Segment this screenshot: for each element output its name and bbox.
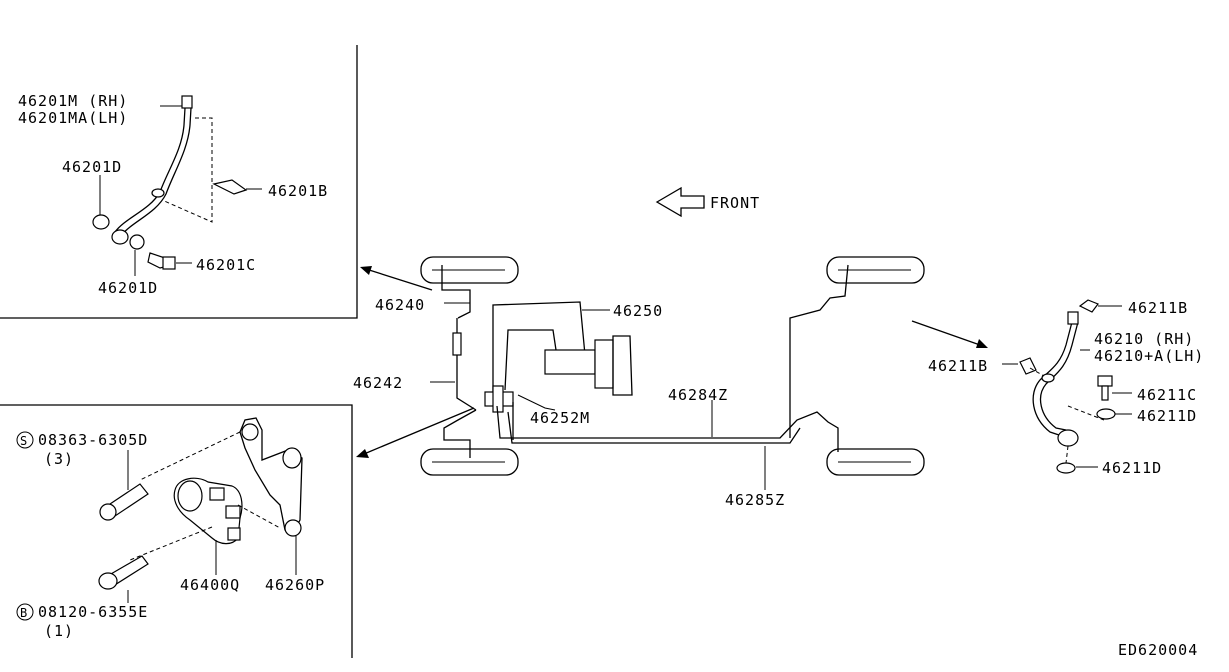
- callout-08363: S 08363-6305D (3): [16, 431, 148, 468]
- callout-46201MA: 46201MA(LH): [18, 109, 128, 127]
- wheel-rear-right: [826, 448, 925, 476]
- callout-46211B-top: 46211B: [1128, 299, 1188, 317]
- callout-08120-qty: (1): [44, 622, 74, 640]
- front-label: FRONT: [710, 194, 760, 212]
- callout-46240: 46240: [375, 296, 425, 314]
- callout-46201C: 46201C: [196, 256, 256, 274]
- callout-46250: 46250: [613, 302, 663, 320]
- callout-46242: 46242: [353, 374, 403, 392]
- front-arrow: FRONT: [655, 186, 760, 218]
- main-leaders: [430, 302, 766, 490]
- callout-46400Q: 46400Q: [180, 576, 240, 594]
- callout-46211D-bottom: 46211D: [1102, 459, 1162, 477]
- callout-46211C: 46211C: [1137, 386, 1197, 404]
- callout-08120: B 08120-6355E (1): [16, 603, 148, 640]
- brake-lines: [441, 264, 849, 458]
- inset-borders: [0, 45, 358, 658]
- callout-46285Z: 46285Z: [725, 491, 785, 509]
- prefix-S: S: [20, 434, 28, 448]
- callout-08120-number: 08120-6355E: [38, 603, 148, 621]
- callout-46284Z: 46284Z: [668, 386, 728, 404]
- callout-46210: 46210 (RH): [1094, 330, 1194, 348]
- inset-rear-hose: [1002, 299, 1132, 474]
- callout-08363-qty: (3): [44, 450, 74, 468]
- callout-46211B-left: 46211B: [928, 357, 988, 375]
- callout-46210A: 46210+A(LH): [1094, 347, 1204, 365]
- callout-46201D-bottom: 46201D: [98, 279, 158, 297]
- wheel-front-left: [420, 256, 519, 284]
- callout-46201M: 46201M (RH): [18, 92, 128, 110]
- callout-08363-number: 08363-6305D: [38, 431, 148, 449]
- wheel-front-right: [826, 256, 925, 284]
- inset-valve: [98, 417, 303, 603]
- inset-front-hose: [92, 95, 262, 276]
- callout-46260P: 46260P: [265, 576, 325, 594]
- callout-46201D-top: 46201D: [62, 158, 122, 176]
- diagram-id: ED620004: [1118, 641, 1198, 659]
- callout-46201B: 46201B: [268, 182, 328, 200]
- callout-46211D-mid: 46211D: [1137, 407, 1197, 425]
- prefix-B: B: [20, 606, 28, 620]
- callout-46252M: 46252M: [530, 409, 590, 427]
- pointer-arrows: [356, 266, 988, 458]
